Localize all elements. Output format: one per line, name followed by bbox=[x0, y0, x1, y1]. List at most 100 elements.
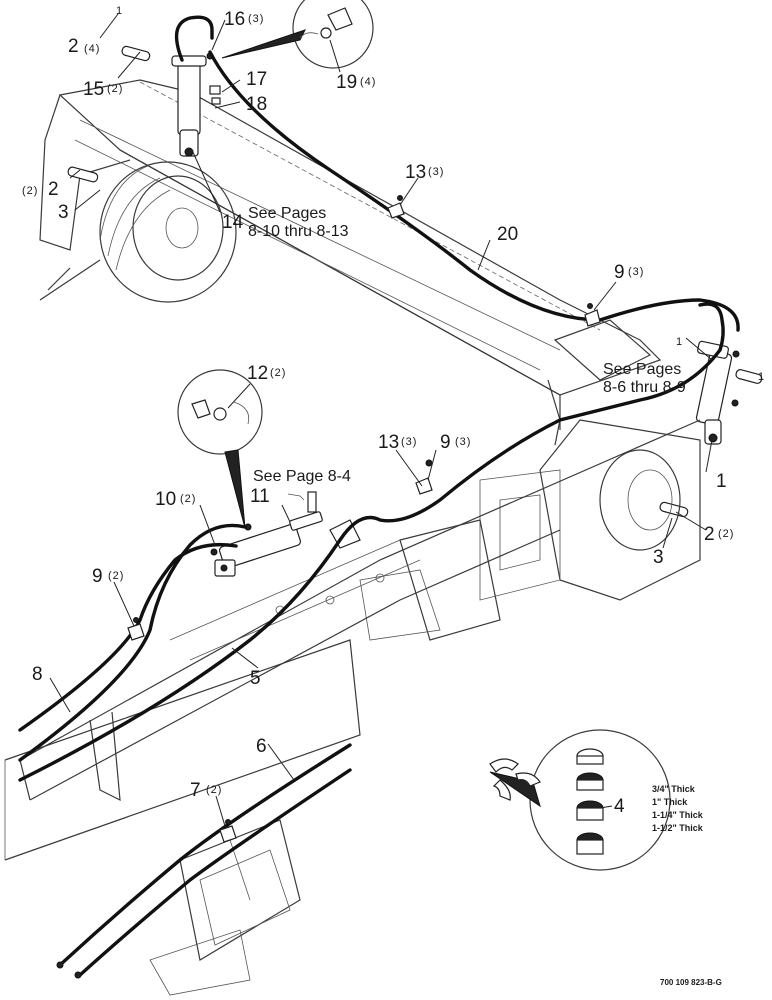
note-pages-14-line1: See Pages bbox=[248, 205, 326, 222]
callout-2a: 2 (4) bbox=[68, 36, 100, 57]
callout-2c: 2(2) bbox=[704, 524, 734, 545]
callout-20: 20 bbox=[497, 224, 518, 245]
svg-text:19: 19 bbox=[336, 72, 357, 93]
note-pages-right-line2: 8-6 thru 8-9 bbox=[603, 379, 686, 396]
lower-right-housing bbox=[359, 419, 701, 641]
svg-text:17: 17 bbox=[246, 69, 267, 90]
callout-3a: 3 bbox=[58, 202, 69, 223]
svg-text:6: 6 bbox=[256, 736, 267, 757]
svg-text:1: 1 bbox=[676, 336, 683, 348]
callout-labels: 2(4) 1 16(3) 15(2) 17 18 19(4) (2)2 3 14… bbox=[22, 5, 765, 817]
svg-text:1: 1 bbox=[758, 371, 765, 383]
callout-9c: 9 (2) bbox=[92, 566, 124, 587]
spacer-stack bbox=[576, 748, 604, 855]
pins bbox=[67, 45, 763, 518]
svg-text:13: 13 bbox=[405, 162, 426, 183]
callout-17: 17 bbox=[246, 69, 267, 90]
callout-13b: 13(3) bbox=[378, 432, 417, 453]
svg-text:(3): (3) bbox=[428, 166, 444, 178]
callout-1b: 1 bbox=[676, 336, 683, 348]
callout-1a: 1 bbox=[116, 5, 123, 17]
svg-text:14: 14 bbox=[222, 212, 244, 233]
svg-text:1: 1 bbox=[716, 471, 727, 492]
svg-text:16: 16 bbox=[224, 9, 245, 30]
upper-frame bbox=[39, 79, 662, 446]
svg-text:(3): (3) bbox=[248, 13, 264, 25]
callout-2b: (2) 2 bbox=[22, 179, 59, 200]
spacer-size-3: 1-1/2" Thick bbox=[652, 823, 704, 833]
callout-1d: 1 bbox=[758, 371, 765, 383]
callout-15: 15(2) bbox=[83, 79, 122, 100]
callout-1c: 1 bbox=[716, 471, 727, 492]
callout-6: 6 bbox=[256, 736, 267, 757]
svg-text:(2): (2) bbox=[718, 528, 734, 540]
svg-text:18: 18 bbox=[246, 94, 267, 115]
right-cylinder bbox=[695, 340, 740, 445]
svg-text:9: 9 bbox=[92, 566, 103, 587]
svg-text:2: 2 bbox=[48, 179, 59, 200]
svg-text:(4): (4) bbox=[360, 76, 376, 88]
svg-text:10: 10 bbox=[155, 489, 176, 510]
spacer-size-0: 3/4" Thick bbox=[652, 784, 696, 794]
svg-text:20: 20 bbox=[497, 224, 518, 245]
svg-text:8: 8 bbox=[32, 664, 43, 685]
callout-7: 7(2) bbox=[190, 780, 221, 801]
svg-text:5: 5 bbox=[250, 668, 261, 689]
svg-text:(2): (2) bbox=[270, 367, 286, 379]
svg-text:9: 9 bbox=[440, 432, 451, 453]
callout-12: 12(2) bbox=[247, 363, 286, 384]
callout-18: 18 bbox=[246, 94, 267, 115]
svg-text:13: 13 bbox=[378, 432, 399, 453]
svg-text:9: 9 bbox=[614, 262, 625, 283]
wheel bbox=[39, 161, 237, 303]
page-reference-notes: See Pages 8-10 thru 8-13 See Pages 8-6 t… bbox=[248, 205, 686, 485]
svg-text:(4): (4) bbox=[84, 43, 100, 55]
svg-text:(3): (3) bbox=[628, 266, 644, 278]
callout-10: 10 (2) bbox=[155, 489, 196, 510]
callout-16: 16(3) bbox=[224, 9, 264, 30]
svg-text:3: 3 bbox=[58, 202, 69, 223]
note-pages-right-line1: See Pages bbox=[603, 361, 681, 378]
note-page-11: See Page 8-4 bbox=[253, 468, 351, 485]
svg-text:(3): (3) bbox=[455, 436, 471, 448]
spacer-size-1: 1" Thick bbox=[652, 797, 688, 807]
hose-clamps bbox=[127, 195, 601, 843]
svg-text:4: 4 bbox=[614, 796, 625, 817]
callout-9b: 9 (3) bbox=[440, 432, 471, 453]
svg-text:15: 15 bbox=[83, 79, 104, 100]
callout-8: 8 bbox=[32, 664, 43, 685]
callout-19: 19(4) bbox=[336, 72, 376, 93]
note-pages-14-line2: 8-10 thru 8-13 bbox=[248, 223, 349, 240]
lower-tongue bbox=[149, 819, 301, 996]
svg-text:(3): (3) bbox=[401, 436, 417, 448]
detail-bubble-12 bbox=[177, 369, 263, 529]
svg-text:1: 1 bbox=[116, 5, 123, 17]
detail-bubble-4 bbox=[489, 729, 671, 871]
callout-5: 5 bbox=[250, 668, 261, 689]
svg-text:(2): (2) bbox=[22, 185, 38, 197]
svg-text:2: 2 bbox=[68, 36, 79, 57]
cylinder-11 bbox=[210, 491, 361, 577]
callout-11: 11 bbox=[250, 486, 270, 507]
svg-text:12: 12 bbox=[247, 363, 268, 384]
svg-text:(2): (2) bbox=[108, 570, 124, 582]
svg-text:2: 2 bbox=[704, 524, 715, 545]
hoses bbox=[18, 15, 740, 979]
callout-9a: 9(3) bbox=[614, 262, 644, 283]
leader-lines bbox=[49, 13, 713, 827]
callout-4: 4 bbox=[614, 796, 625, 817]
callout-3b: 3 bbox=[653, 547, 664, 568]
svg-text:11: 11 bbox=[250, 486, 270, 507]
callout-14: 14 bbox=[222, 212, 244, 233]
spacer-size-2: 1-1/4" Thick bbox=[652, 810, 704, 820]
drawing-code: 700 109 823-B-G bbox=[660, 978, 722, 987]
spacer-size-list: 3/4" Thick 1" Thick 1-1/4" Thick 1-1/2" … bbox=[652, 784, 704, 833]
svg-text:7: 7 bbox=[190, 780, 201, 801]
upper-left-cylinder bbox=[171, 52, 221, 157]
svg-text:(2): (2) bbox=[180, 493, 196, 505]
detail-bubble-19 bbox=[221, 0, 374, 69]
callout-13a: 13(3) bbox=[405, 162, 444, 183]
svg-text:3: 3 bbox=[653, 547, 664, 568]
